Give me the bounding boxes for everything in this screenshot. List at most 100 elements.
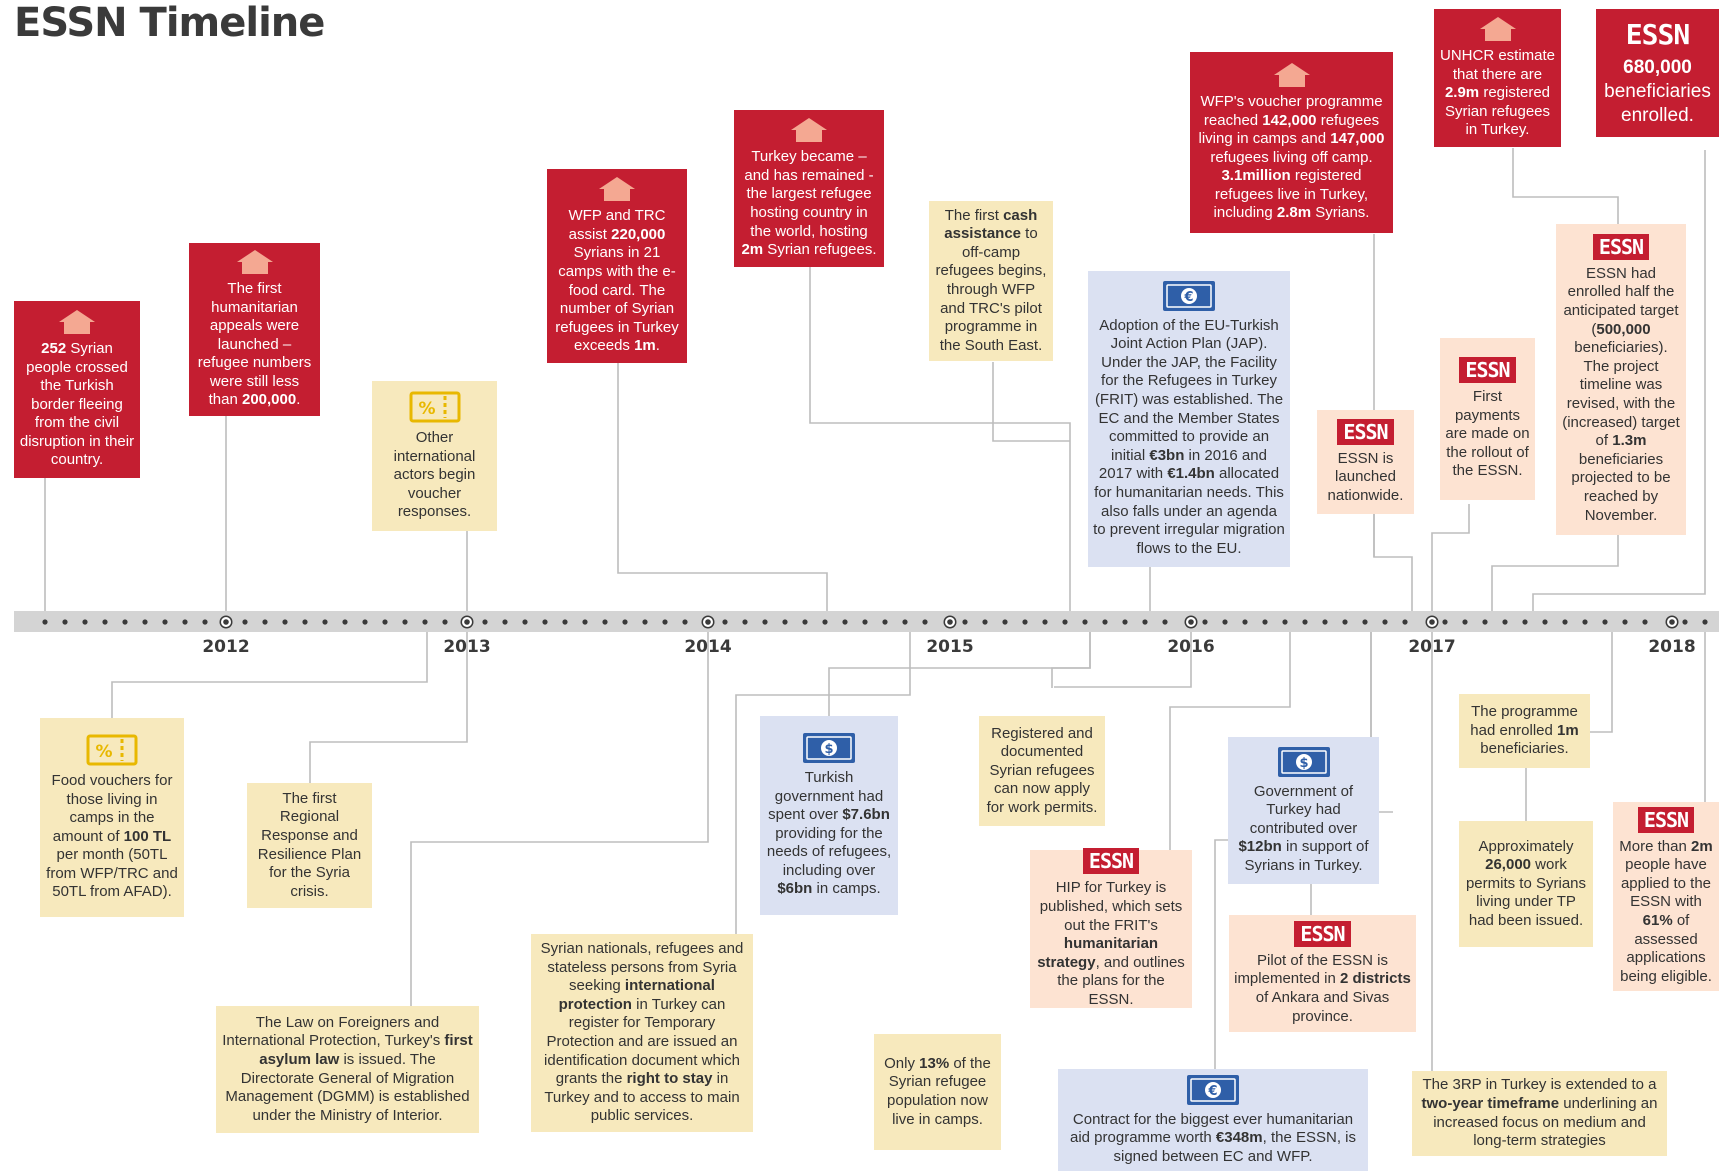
svg-text:%: % <box>95 742 112 762</box>
connector-line <box>1532 150 1706 611</box>
axis-dot <box>1002 619 1008 625</box>
axis-dot <box>862 619 868 625</box>
axis-dot <box>102 619 108 625</box>
connector-line <box>410 632 709 1006</box>
timeline-event-b8: ESSN HIP for Turkey is published, which s… <box>1030 848 1192 1008</box>
event-text: Turkey became – and has remained - the l… <box>741 148 877 259</box>
event-text: WFP and TRC assist 220,000 Syrians in 21… <box>555 207 679 355</box>
axis-dot <box>842 619 848 625</box>
event-text: Syrian nationals, refugees and stateless… <box>540 940 744 1125</box>
event-text: Registered and documented Syrian refugee… <box>986 724 1098 816</box>
house-icon <box>1479 17 1516 42</box>
axis-dot <box>562 619 568 625</box>
axis-dot <box>1402 619 1408 625</box>
axis-dot <box>1502 619 1508 625</box>
axis-dot <box>1062 619 1068 625</box>
event-text: The Law on Foreigners and International … <box>222 1013 473 1124</box>
event-text: The first humanitarian appeals were laun… <box>197 279 312 409</box>
year-marker <box>1188 619 1194 625</box>
axis-dot <box>622 619 628 625</box>
axis-dot <box>422 619 428 625</box>
euro-note-icon: € <box>1163 280 1215 311</box>
year-marker <box>947 619 953 625</box>
connector-line <box>617 362 828 611</box>
house-icon <box>791 118 827 143</box>
axis-dot <box>342 619 348 625</box>
connector-line <box>735 632 911 934</box>
axis-dot <box>782 619 788 625</box>
axis-dot <box>1302 619 1308 625</box>
dollar-note-icon: $ <box>1277 746 1330 777</box>
axis-dot <box>242 619 248 625</box>
year-marker <box>705 619 711 625</box>
axis-dot <box>1702 619 1708 625</box>
event-text: The first cash assistance to off-camp re… <box>935 206 1047 354</box>
svg-text:$: $ <box>824 742 833 757</box>
essn-logo: ESSN <box>1337 418 1394 445</box>
axis-dot <box>1022 619 1028 625</box>
page-title: ESSN Timeline <box>14 0 325 46</box>
event-text: Turkish government had spent over $7.6bn… <box>766 768 892 898</box>
timeline-event-b7: Registered and documented Syrian refugee… <box>979 716 1105 826</box>
event-text: Only 13% of the Syrian refugee populatio… <box>884 1054 991 1128</box>
house-icon <box>236 249 273 274</box>
euro-note-icon: € <box>1187 1074 1239 1105</box>
timeline-event-b6: Only 13% of the Syrian refugee populatio… <box>874 1034 1001 1150</box>
essn-logo: ESSN <box>1294 920 1351 947</box>
axis-dot <box>742 619 748 625</box>
year-label: 2016 <box>1167 637 1215 657</box>
axis-dot <box>1162 619 1168 625</box>
axis-dot <box>1042 619 1048 625</box>
axis-dot <box>1582 619 1588 625</box>
essn-logo: ESSN <box>1637 806 1695 833</box>
timeline-event-e1: 252 Syrian people crossed the Turkish bo… <box>14 301 140 478</box>
event-text: Pilot of the ESSN is implemented in 2 di… <box>1234 951 1411 1025</box>
timeline-event-b12: The programme had enrolled 1m beneficiar… <box>1459 694 1590 768</box>
axis-dot <box>162 619 168 625</box>
axis-dot <box>1622 619 1628 625</box>
axis-dot <box>1322 619 1328 625</box>
event-text: HIP for Turkey is published, which sets … <box>1037 879 1185 1008</box>
timeline-event-b3: The Law on Foreigners and International … <box>216 1006 479 1133</box>
axis-dot <box>482 619 488 625</box>
axis-dot <box>382 619 388 625</box>
timeline-event-b1: %Food vouchers for those living in camps… <box>40 718 184 917</box>
svg-text:€: € <box>1183 290 1193 305</box>
axis-dot <box>1362 619 1368 625</box>
connector-line <box>309 632 468 783</box>
axis-dot <box>1522 619 1528 625</box>
essn-logo: ESSN <box>1082 848 1140 875</box>
year-marker <box>1669 619 1675 625</box>
essn-logo: ESSN <box>1625 17 1690 51</box>
axis-dot <box>722 619 728 625</box>
essn-logo: ESSN <box>1592 233 1650 260</box>
event-text: Government of Turkey had contributed ove… <box>1238 782 1369 874</box>
axis-dot <box>1682 619 1688 625</box>
timeline-event-b9: $ Government of Turkey had contributed ov… <box>1228 737 1379 884</box>
timeline-event-e7: €Adoption of the EU-Turkish Joint Action… <box>1088 271 1290 567</box>
axis-dot <box>522 619 528 625</box>
axis-dot <box>642 619 648 625</box>
connector-line <box>1491 535 1619 611</box>
axis-dot <box>802 619 808 625</box>
axis-dot <box>1542 619 1548 625</box>
voucher-icon: % <box>86 734 138 766</box>
axis-dot <box>982 619 988 625</box>
axis-dot <box>1222 619 1228 625</box>
timeline-event-e11: UNHCR estimate that there are 2.9m regis… <box>1434 9 1561 147</box>
year-label: 2018 <box>1648 637 1696 657</box>
axis-dot <box>1482 619 1488 625</box>
connector-line <box>1054 632 1192 688</box>
axis-dot <box>82 619 88 625</box>
timeline-event-e8: WFP's voucher programme reached 142,000 … <box>1190 52 1393 233</box>
axis-dot <box>1562 619 1568 625</box>
axis-dot <box>322 619 328 625</box>
timeline-event-e5: Turkey became – and has remained - the l… <box>734 110 884 267</box>
timeline-event-e6: The first cash assistance to off-camp re… <box>929 201 1053 361</box>
house-icon <box>59 309 95 334</box>
axis-dot <box>1262 619 1268 625</box>
